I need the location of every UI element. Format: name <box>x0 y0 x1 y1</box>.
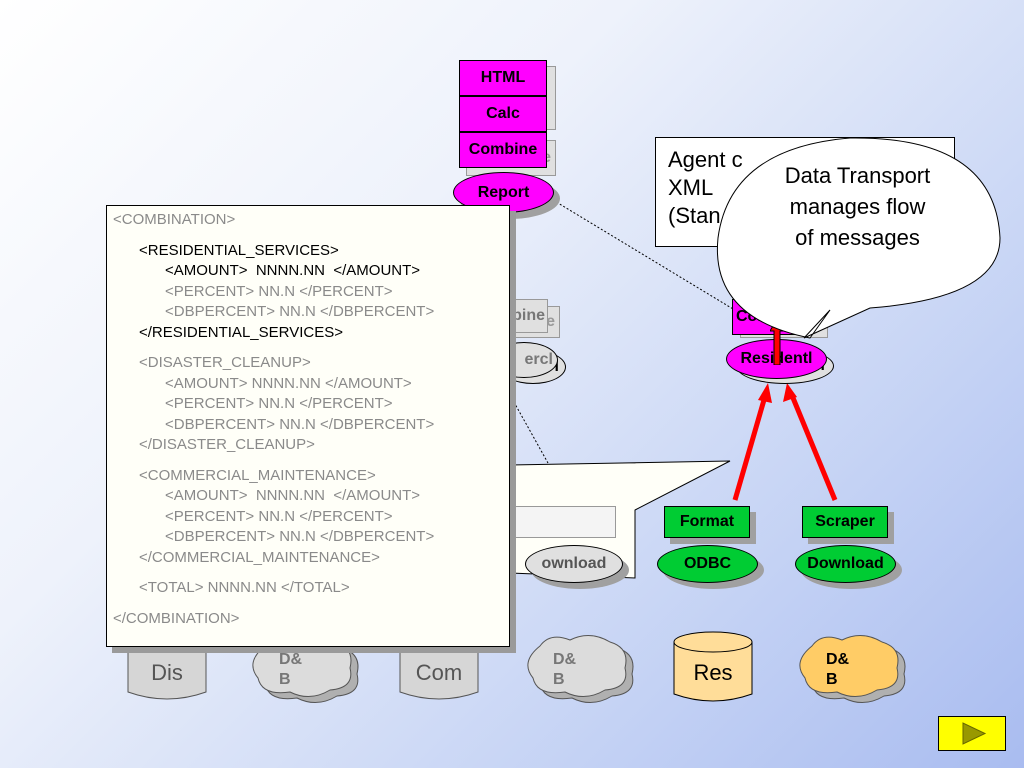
db-cloud-icon-3 <box>799 635 906 703</box>
callout-bubble <box>716 137 1001 339</box>
combine-box-top: Combine <box>459 132 547 168</box>
dotted-connector-left <box>509 394 549 464</box>
play-triangle-icon <box>962 722 987 745</box>
download-left-ellipse: ownload <box>525 545 623 583</box>
scraper-box: Scraper <box>802 506 888 538</box>
combine-left-label: bine <box>512 307 545 324</box>
com-database-icon <box>399 642 479 700</box>
red-arrow-format <box>732 392 769 501</box>
note-line-2: XML <box>668 175 714 200</box>
xml-line: </COMBINATION> <box>113 609 240 627</box>
xml-line: </DISASTER_CLEANUP> <box>139 436 315 453</box>
left-ghost-box <box>510 506 616 538</box>
html-box: HTML <box>459 60 547 96</box>
dis-label: Dis <box>151 660 183 685</box>
download-right-label: Download <box>807 555 884 572</box>
xml-line: <AMOUNT> NNNN.NN </AMOUNT> <box>165 374 412 392</box>
red-arrow-scraper <box>788 392 838 501</box>
next-slide-button[interactable] <box>938 716 1006 751</box>
xml-line: <COMBINATION> <box>113 211 236 228</box>
combine-label-top: Combine <box>468 141 538 158</box>
xml-line: <DBPERCENT> NN.N </DBPERCENT> <box>165 528 435 545</box>
html-label: HTML <box>480 69 526 86</box>
db-cloud-label-3: D& B <box>826 651 850 688</box>
dotted-connector-report <box>552 199 739 313</box>
download-left-label: ownload <box>541 555 607 572</box>
xml-line: <PERCENT> NN.N </PERCENT> <box>165 507 393 525</box>
xml-line: <COMMERCIAL_MAINTENANCE> <box>139 466 376 484</box>
percent-label: ercl <box>524 351 553 368</box>
xml-line: <DBPERCENT> NN.N </DBPERCENT> <box>165 303 435 320</box>
data-sources <box>127 631 906 703</box>
odbc-label: ODBC <box>683 555 732 572</box>
download-right-ellipse: Download <box>795 545 896 583</box>
xml-line: </RESIDENTIAL_SERVICES> <box>139 323 343 341</box>
db-cloud-icon-2 <box>527 635 634 703</box>
callout-line-1: Data Transport <box>784 163 931 188</box>
res-database-icon <box>673 631 753 702</box>
com-label: Com <box>415 660 463 685</box>
combine-ghost-left-label: e <box>546 313 555 330</box>
odbc-ellipse: ODBC <box>657 545 758 583</box>
db-cloud-label-1: D& B <box>279 651 303 688</box>
report-label: Report <box>477 183 530 201</box>
xml-line: <DISASTER_CLEANUP> <box>139 354 311 371</box>
xml-line: <PERCENT> NN.N </PERCENT> <box>165 395 393 412</box>
percent-ghost-label: l <box>554 358 559 375</box>
db-cloud-icon-1 <box>252 635 359 703</box>
res-label: Res <box>693 660 733 685</box>
format-box: Format <box>664 506 750 538</box>
dis-database-icon <box>127 642 207 700</box>
note-line-3: (Stan <box>668 203 721 228</box>
callout-text: Data Transport manages flow of messages <box>730 160 985 253</box>
db-cloud-label-2: D& B <box>553 651 577 688</box>
red-arrowhead-scraper <box>783 383 797 402</box>
red-arrowhead-format <box>758 383 772 403</box>
callout-line-3: of messages <box>795 225 920 250</box>
format-label: Format <box>679 513 735 530</box>
xml-line: <PERCENT> NN.N </PERCENT> <box>165 282 393 300</box>
xml-combination-box: <COMBINATION> <RESIDENTIAL_SERVICES> <AM… <box>106 205 510 647</box>
xml-line: <AMOUNT> NNNN.NN </AMOUNT> <box>165 487 421 504</box>
xml-line: </COMMERCIAL_MAINTENANCE> <box>139 548 380 566</box>
xml-line: <TOTAL> NNNN.NN </TOTAL> <box>139 579 350 596</box>
xml-line: <DBPERCENT> NN.N </DBPERCENT> <box>165 415 435 433</box>
xml-line: <RESIDENTIAL_SERVICES> <box>139 241 339 259</box>
callout-line-2: manages flow <box>789 194 926 219</box>
scraper-label: Scraper <box>815 513 875 530</box>
calc-box: Calc <box>459 96 547 132</box>
note-line-1: Agent c <box>668 147 743 172</box>
calc-label: Calc <box>486 105 520 122</box>
xml-line: <AMOUNT> NNNN.NN </AMOUNT> <box>165 262 421 279</box>
